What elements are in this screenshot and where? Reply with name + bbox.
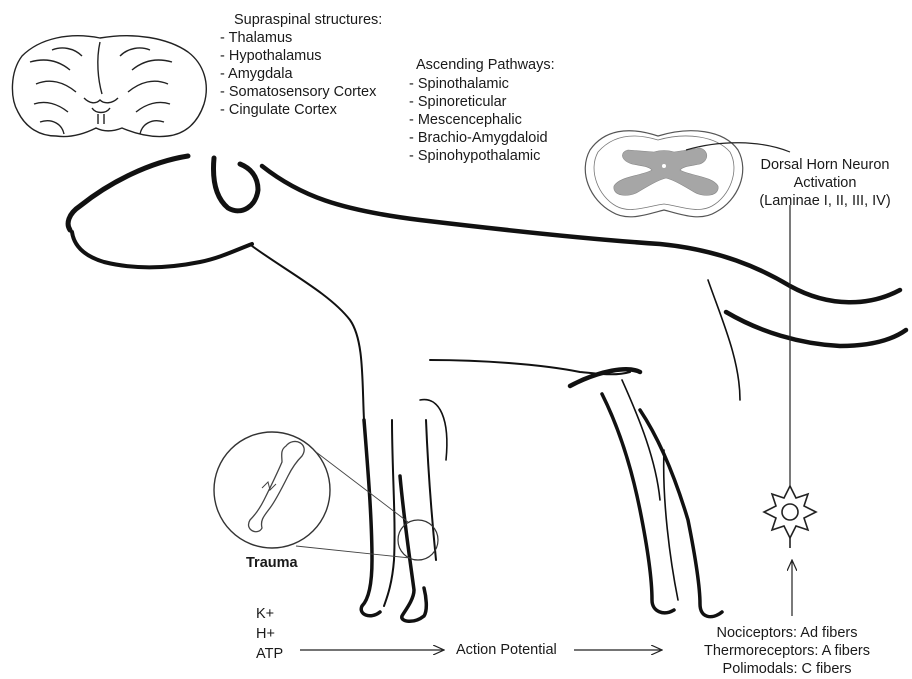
ascending-item: - Mescencephalic xyxy=(409,111,548,129)
receptor-item: Thermoreceptors: A fibers xyxy=(664,642,910,660)
supraspinal-item: - Somatosensory Cortex xyxy=(220,83,376,101)
receptors-list: Nociceptors: Ad fibers Thermoreceptors: … xyxy=(664,624,910,678)
supraspinal-list: - Thalamus - Hypothalamus - Amygdala - S… xyxy=(220,29,376,119)
supraspinal-item: - Cingulate Cortex xyxy=(220,101,376,119)
mediator-item: K+ xyxy=(256,604,283,624)
supraspinal-item: - Thalamus xyxy=(220,29,376,47)
mediators-list: K+ H+ ATP xyxy=(256,604,283,664)
ascending-list: - Spinothalamic - Spinoreticular - Mesce… xyxy=(409,75,548,165)
supraspinal-item: - Hypothalamus xyxy=(220,47,376,65)
ascending-item: - Spinothalamic xyxy=(409,75,548,93)
dorsal-horn-line: Activation xyxy=(740,174,910,192)
dorsal-horn-label: Dorsal Horn Neuron Activation (Laminae I… xyxy=(740,156,910,210)
mediator-item: H+ xyxy=(256,624,283,644)
supraspinal-title: Supraspinal structures: xyxy=(234,11,382,29)
trauma-label: Trauma xyxy=(246,554,298,572)
receptor-item: Nociceptors: Ad fibers xyxy=(664,624,910,642)
receptor-item: Polimodals: C fibers xyxy=(664,660,910,678)
ascending-title: Ascending Pathways: xyxy=(416,56,555,74)
dog-outline xyxy=(68,156,906,621)
neuron-icon xyxy=(764,486,816,548)
brain-section-icon xyxy=(12,36,206,137)
ascending-item: - Spinoreticular xyxy=(409,93,548,111)
dorsal-horn-line: Dorsal Horn Neuron xyxy=(740,156,910,174)
fractured-bone-icon xyxy=(214,432,438,560)
mediator-item: ATP xyxy=(256,644,283,664)
supraspinal-item: - Amygdala xyxy=(220,65,376,83)
ascending-item: - Spinohypothalamic xyxy=(409,147,548,165)
ascending-item: - Brachio-Amygdaloid xyxy=(409,129,548,147)
action-potential-label: Action Potential xyxy=(456,641,557,659)
dorsal-horn-line: (Laminae I, II, III, IV) xyxy=(740,192,910,210)
